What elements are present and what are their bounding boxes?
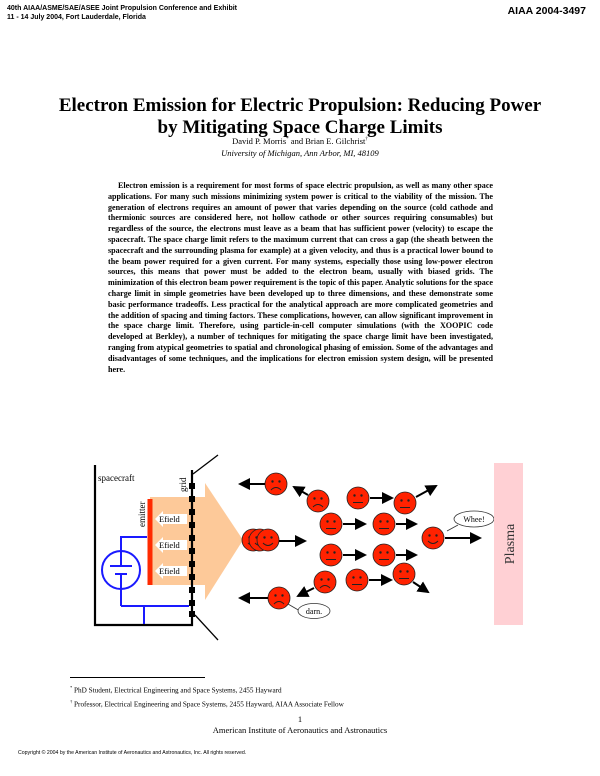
- footnote-1-mark: *: [70, 685, 73, 690]
- plasma-label: Plasma: [503, 523, 518, 564]
- returning-electrons: [238, 472, 337, 610]
- footnote-2: † Professor, Electrical Engineering and …: [70, 696, 344, 710]
- spacecraft-outline: [93, 454, 219, 641]
- grid-electrodes: [189, 483, 195, 617]
- power-supply-circuit: [101, 536, 189, 624]
- conference-header: 40th AIAA/ASME/SAE/ASEE Joint Propulsion…: [7, 5, 237, 22]
- author-1: David P. Morris: [232, 135, 287, 146]
- author-connector: and: [288, 135, 306, 146]
- plasma-region: Plasma: [494, 463, 523, 625]
- copyright-notice: Copyright © 2004 by the American Institu…: [18, 750, 247, 756]
- title-line-1: Electron Emission for Electric Propulsio…: [58, 95, 542, 116]
- electron-stack: [241, 528, 307, 552]
- paper-id: AIAA 2004-3497: [507, 5, 586, 17]
- space-charge-figure: Efield Efield Efield spacecraft grid emi…: [0, 420, 600, 660]
- efield-arrows: [155, 511, 187, 579]
- grid-label: grid: [178, 477, 188, 492]
- efield-label-2: Efield: [159, 540, 181, 550]
- organization: American Institute of Aeronautics and As…: [212, 725, 388, 735]
- whee-text: Whee!: [463, 515, 484, 524]
- footnotes: * PhD Student, Electrical Engineering an…: [70, 682, 344, 711]
- affiliation: University of Michigan, Ann Arbor, MI, 4…: [221, 147, 379, 158]
- footnote-1-text: PhD Student, Electrical Engineering and …: [74, 686, 282, 695]
- author-2-mark: †: [365, 137, 368, 142]
- escaping-electrons: [319, 485, 482, 594]
- efield-label-1: Efield: [159, 514, 181, 524]
- darn-text: darn.: [306, 607, 322, 616]
- conference-line-1: 40th AIAA/ASME/SAE/ASEE Joint Propulsion…: [7, 5, 237, 12]
- speech-bubble-darn: darn.: [287, 603, 331, 619]
- emitter-label: emitter: [137, 502, 147, 528]
- efield-label-3: Efield: [159, 566, 181, 576]
- author-2: Brian E. Gilchrist: [305, 135, 366, 146]
- author-block: David P. Morris* and Brian E. Gilchrist†…: [0, 134, 600, 159]
- spacecraft-label: spacecraft: [98, 473, 135, 483]
- paper-title: Electron Emission for Electric Propulsio…: [0, 95, 600, 139]
- footnote-1: * PhD Student, Electrical Engineering an…: [70, 682, 344, 696]
- footnote-rule: [70, 677, 205, 678]
- footnote-2-text: Professor, Electrical Engineering and Sp…: [74, 700, 344, 709]
- conference-line-2: 11 - 14 July 2004, Fort Lauderdale, Flor…: [7, 13, 146, 21]
- emitter-bar: [147, 499, 153, 585]
- abstract: Electron emission is a requirement for m…: [108, 181, 493, 374]
- page-number: 1: [297, 714, 303, 724]
- speech-bubble-whee: Whee!: [446, 510, 495, 532]
- footnote-2-mark: †: [70, 699, 73, 705]
- title-line-2: by Mitigating Space Charge Limits: [157, 117, 443, 138]
- author-1-mark: *: [286, 137, 289, 142]
